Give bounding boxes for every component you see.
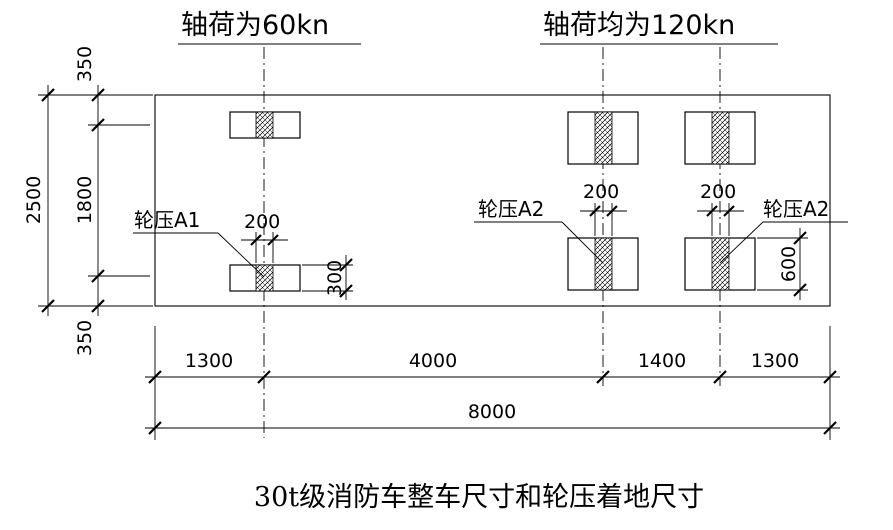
dim-track-width: 1800 <box>74 176 96 224</box>
label-wheel-load-a2-right: 轮压A2 <box>763 197 829 221</box>
label-wheel-load-a2-left: 轮压A2 <box>478 197 544 221</box>
dim-a2-left-tire-width: 200 <box>583 181 619 203</box>
heading-rear-axles: 轴荷均为120kn <box>543 10 735 41</box>
dim-rear-overhang: 1300 <box>751 350 799 372</box>
dim-total-length: 8000 <box>468 401 516 423</box>
dim-rear-axle-spacing: 1400 <box>638 350 686 372</box>
dim-width-total: 2500 <box>23 176 45 224</box>
contact-patch <box>255 264 274 292</box>
vertical-dimension-lines <box>38 85 153 316</box>
figure-caption: 30t级消防车整车尺寸和轮压着地尺寸 <box>254 482 704 513</box>
vehicle-outline <box>154 94 831 307</box>
contact-patch <box>255 111 274 139</box>
tire-a1-dimension-lines <box>133 232 353 300</box>
contact-patch <box>711 237 730 291</box>
dim-front-overhang: 1300 <box>185 350 233 372</box>
dim-a1-tire-width: 200 <box>244 211 280 233</box>
contact-patch <box>711 111 730 165</box>
dim-width-top: 350 <box>74 46 96 82</box>
contact-patch <box>594 111 613 165</box>
dim-a2-tire-length: 600 <box>778 246 800 282</box>
horizontal-dimension-lines <box>145 326 840 440</box>
dim-a1-tire-length: 300 <box>324 260 346 296</box>
tire-a2-dimension-lines <box>474 203 848 300</box>
dim-wheelbase: 4000 <box>409 350 457 372</box>
contact-patch <box>594 237 613 291</box>
dim-width-bottom: 350 <box>74 320 96 356</box>
heading-front-axle: 轴荷为60kn <box>181 10 329 41</box>
dim-a2-right-tire-width: 200 <box>700 181 736 203</box>
label-wheel-load-a1: 轮压A1 <box>134 208 200 232</box>
